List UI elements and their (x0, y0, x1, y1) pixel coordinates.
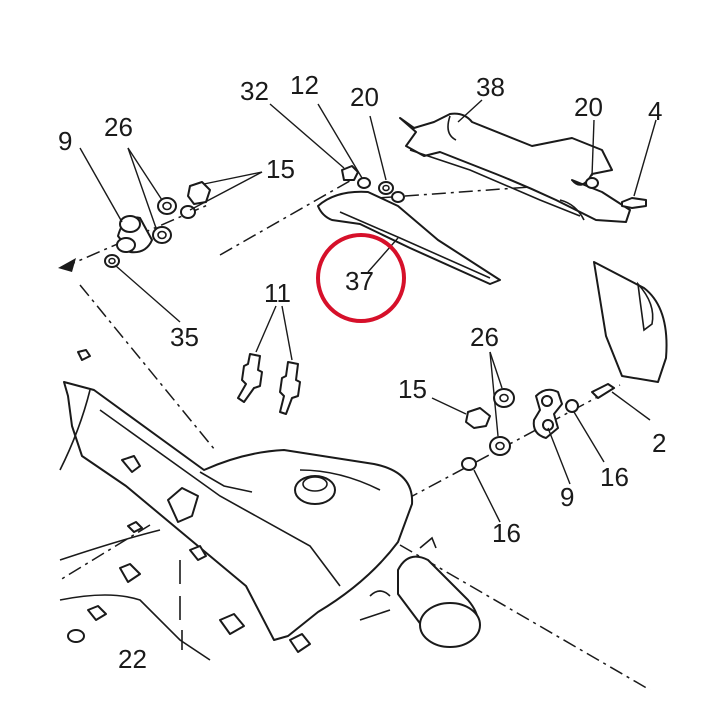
highlight-ring (316, 233, 406, 323)
callout-20-right: 20 (574, 92, 603, 122)
right-mount-group (461, 383, 615, 471)
left-mount-group (104, 181, 211, 268)
callout-2: 2 (652, 428, 666, 458)
tank-assembly (59, 349, 414, 661)
washer-35 (104, 254, 120, 268)
callout-16-right: 16 (600, 462, 629, 492)
screw-32 (341, 165, 359, 181)
callout-15-mid: 15 (398, 374, 427, 404)
washer-12 (357, 177, 371, 189)
screw-4 (621, 197, 647, 209)
grommet-26a (157, 197, 177, 215)
washer-20a (378, 181, 394, 195)
grommet-26d (489, 436, 511, 456)
intake-duct (359, 536, 481, 648)
callout-9-top: 9 (58, 126, 72, 156)
callout-20-top: 20 (350, 82, 379, 112)
direction-arrow (58, 258, 76, 272)
fuel-cap (294, 475, 336, 505)
callout-22: 22 (118, 644, 147, 674)
nut-15-mid (465, 407, 491, 429)
callout-16-mid: 16 (492, 518, 521, 548)
washer-16a (565, 399, 579, 413)
washer-20b (585, 177, 599, 189)
deflector-37 (317, 190, 501, 285)
callout-37: 37 (345, 266, 374, 296)
callout-15-top: 15 (266, 154, 295, 184)
callout-26-top: 26 (104, 112, 133, 142)
mount-bracket (167, 487, 199, 523)
callout-9-mid: 9 (560, 482, 574, 512)
grommet-26b (152, 226, 172, 244)
callout-35: 35 (170, 322, 199, 352)
callout-32: 32 (240, 76, 269, 106)
bracket-38 (399, 112, 631, 223)
grommet-26c (493, 388, 515, 408)
fasteners-top (341, 165, 647, 209)
side-fairing-right (593, 261, 668, 383)
spark-plugs-11 (237, 353, 301, 415)
callout-4: 4 (648, 96, 662, 126)
leader-lines (79, 99, 657, 523)
callout-26-mid: 26 (470, 322, 499, 352)
callout-labels: 9 26 15 35 32 12 20 38 20 4 37 11 26 15 … (58, 70, 666, 674)
washer-16b (461, 457, 477, 471)
screw-2 (591, 383, 615, 399)
bracket-9-right (532, 388, 563, 439)
callout-38: 38 (476, 72, 505, 102)
callout-11: 11 (264, 278, 291, 308)
callout-12: 12 (290, 70, 319, 100)
